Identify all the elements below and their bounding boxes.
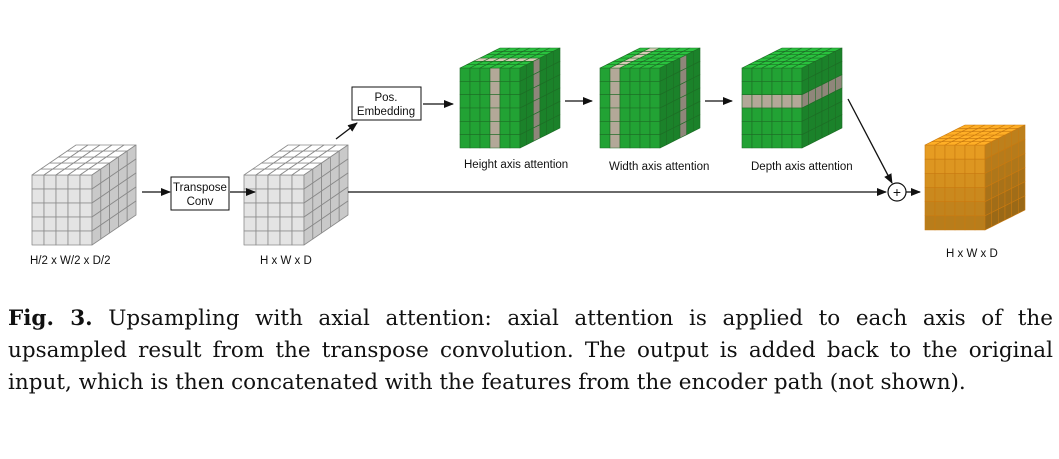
depth-attention-label: Depth axis attention: [751, 161, 853, 173]
input-dim-label: H/2 x W/2 x D/2: [30, 255, 111, 267]
arrow-upsampled-to-pos: [335, 122, 358, 140]
pos-embedding-box: [351, 86, 422, 121]
figure-caption: Fig. 3. Upsampling with axial attention:…: [8, 303, 1053, 399]
height-attention-label: Height axis attention: [464, 159, 568, 171]
input-cube: [31, 144, 137, 246]
arrow-depth-to-plus: [847, 98, 893, 184]
output-dim-label: H x W x D: [946, 248, 998, 260]
pos-embedding-label-line2: Embedding: [357, 106, 415, 118]
output-cube: [924, 124, 1026, 231]
plus-symbol: +: [893, 184, 901, 200]
upsampled-dim-label: H x W x D: [260, 255, 312, 267]
transpose-conv-label-line2: Conv: [187, 196, 214, 208]
width-attention-label: Width axis attention: [609, 161, 709, 173]
transpose-conv-box: [170, 176, 230, 211]
caption-label: Fig. 3.: [8, 306, 93, 331]
pos-embedding-label-line1: Pos.: [374, 92, 397, 104]
caption-text: Upsampling with axial attention: axial a…: [8, 306, 1053, 395]
upsampling-diagram: Transpose Conv Pos. Embedding + H/2 x W/…: [30, 47, 1026, 267]
width-attention-cube: [599, 47, 701, 149]
upsampled-cube: [243, 144, 349, 246]
depth-attention-cube: [741, 47, 843, 149]
plus-node: [887, 182, 907, 202]
height-attention-cube: [459, 47, 561, 149]
transpose-conv-label-line1: Transpose: [173, 182, 227, 194]
